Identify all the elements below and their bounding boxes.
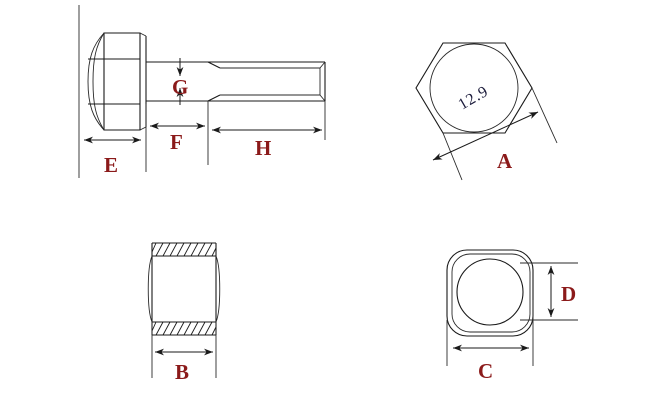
nut-bore-circle <box>456 258 524 326</box>
head-bearing-corner-top <box>139 32 147 37</box>
dim-label-d: D <box>561 282 576 306</box>
head-chamfer-arc-outer <box>87 32 105 131</box>
bolt-end-chamfer-bottom <box>319 94 326 102</box>
head-bearing-corner-bottom <box>139 126 147 131</box>
nut-outer-rounded-square <box>446 249 534 337</box>
dim-label-a: A <box>497 149 513 173</box>
nut-right-chamfer-arc <box>215 255 221 323</box>
dim-label-f: F <box>170 130 183 154</box>
bolt-side-view: E G F H <box>78 5 326 178</box>
dim-label-e: E <box>104 153 118 177</box>
dim-label-b: B <box>175 360 189 384</box>
nut-section-view: B <box>147 242 221 384</box>
nut-inner-rounded-square <box>451 253 531 333</box>
dim-label-g: G <box>172 75 188 99</box>
dim-label-h: H <box>255 136 271 160</box>
nut-end-view: D C <box>446 249 578 383</box>
dim-a-extension-lower <box>442 132 463 181</box>
dim-label-c: C <box>478 359 493 383</box>
section-hatch-bottom <box>151 321 217 336</box>
thread-runout-bottom <box>207 94 221 102</box>
section-hatch-top <box>151 242 217 257</box>
head-body-outline <box>103 32 141 131</box>
hex-head-top-view: 12.9 A <box>415 42 558 181</box>
grade-marking-text: 12.9 <box>456 83 492 114</box>
dim-a-line <box>432 111 539 161</box>
dim-a-extension-upper <box>531 87 558 144</box>
head-chamfer-arc-inner <box>92 32 105 131</box>
nut-left-chamfer-arc <box>147 255 153 323</box>
bolt-end-chamfer-top <box>319 61 326 69</box>
thread-runout-top <box>207 61 221 69</box>
